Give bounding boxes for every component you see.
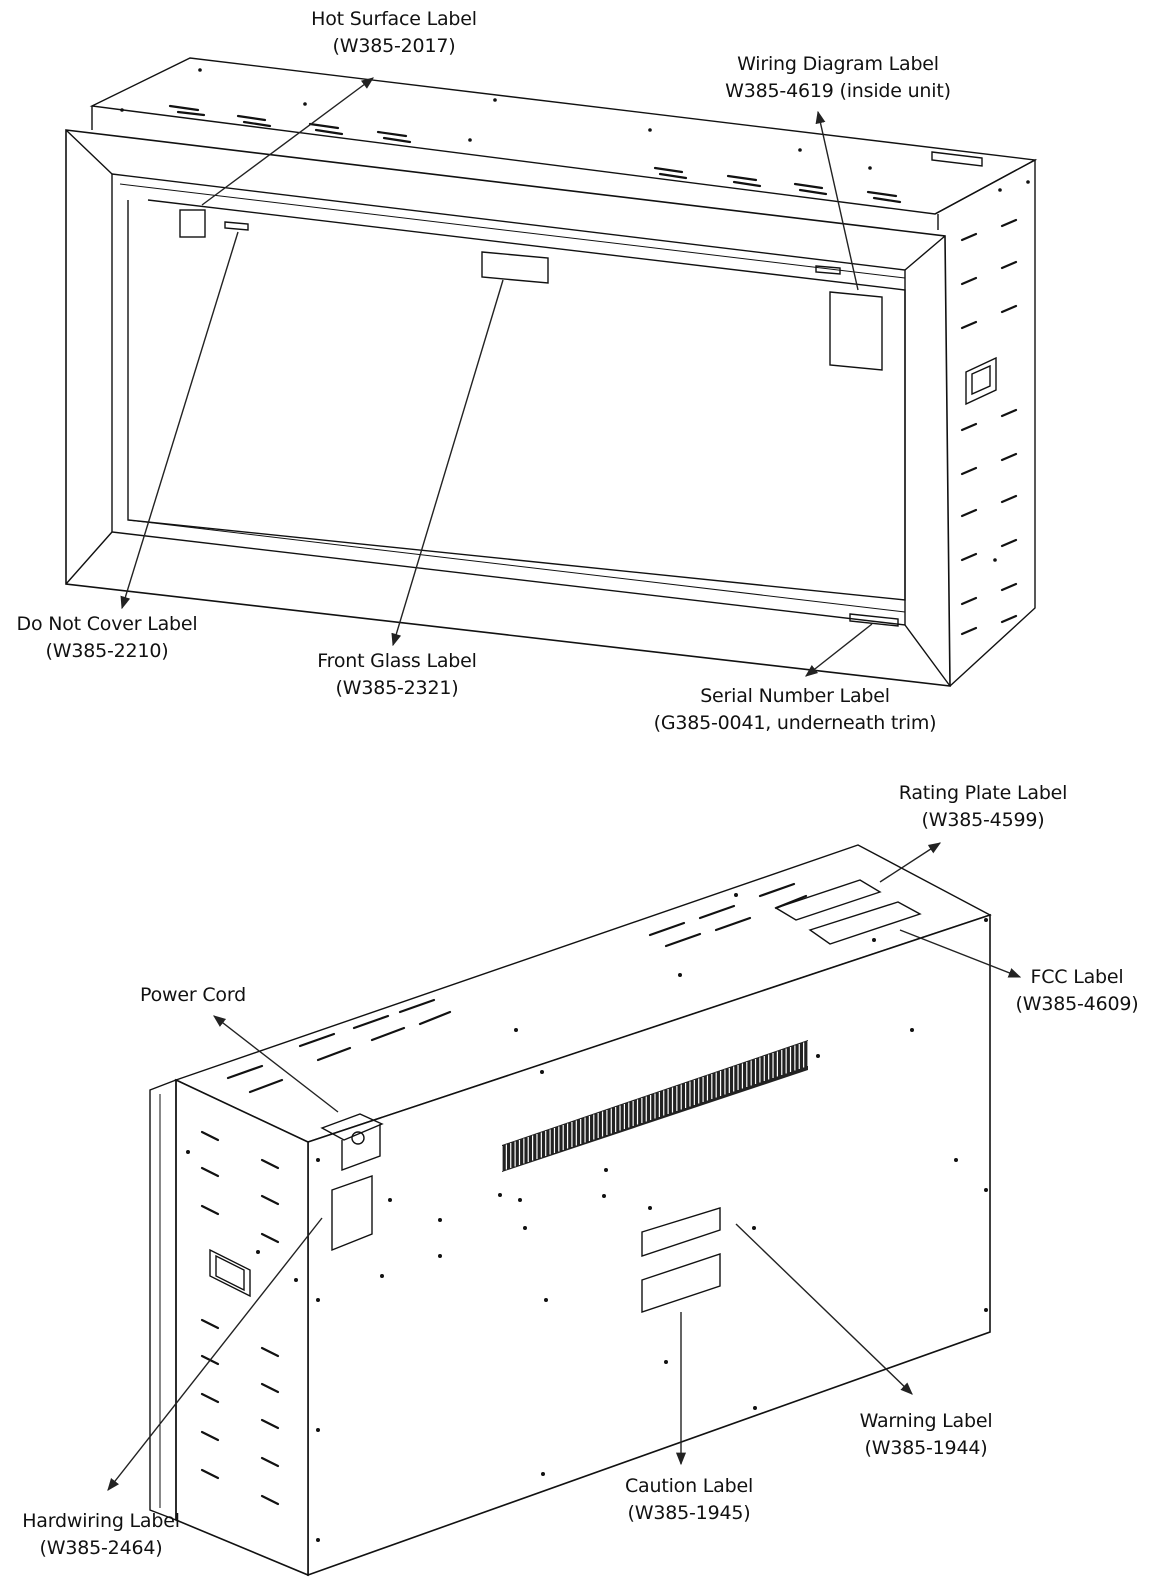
label-power-cord-name: Power Cord [140, 984, 246, 1006]
label-warning: Warning Label (W385-1944) [860, 1408, 993, 1462]
arrow-do-not-cover [120, 231, 239, 610]
arrow-power-cord [213, 1015, 339, 1113]
label-caution: Caution Label (W385-1945) [625, 1473, 753, 1527]
label-rating-plate-code: (W385-4599) [921, 809, 1045, 831]
vent-grille [501, 1040, 809, 1172]
label-rating-plate: Rating Plate Label (W385-4599) [899, 780, 1068, 834]
label-wiring-diagram-name: Wiring Diagram Label [737, 53, 939, 75]
arrow-serial-number [805, 623, 873, 677]
label-serial-number-code: (G385-0041, underneath trim) [653, 712, 937, 734]
label-hot-surface-name: Hot Surface Label [311, 8, 477, 30]
label-do-not-cover: Do Not Cover Label (W385-2210) [17, 611, 198, 665]
label-warning-name: Warning Label [859, 1410, 993, 1432]
arrow-fcc [899, 929, 1022, 978]
label-warning-code: (W385-1944) [864, 1437, 988, 1459]
label-front-glass: Front Glass Label (W385-2321) [317, 648, 477, 702]
label-fcc: FCC Label (W385-4609) [1016, 964, 1139, 1018]
label-serial-number: Serial Number Label (G385-0041, undernea… [654, 683, 937, 737]
arrow-front-glass [391, 279, 504, 647]
label-do-not-cover-code: (W385-2210) [45, 640, 169, 662]
arrow-rating-plate [879, 842, 942, 883]
label-wiring-diagram: Wiring Diagram Label W385-4619 (inside u… [725, 51, 951, 105]
label-fcc-code: (W385-4609) [1015, 993, 1139, 1015]
label-wiring-diagram-code: W385-4619 (inside unit) [725, 80, 951, 102]
label-caution-name: Caution Label [624, 1475, 754, 1497]
leader-arrows [107, 77, 1022, 1491]
label-front-glass-code: (W385-2321) [335, 677, 459, 699]
label-rating-plate-name: Rating Plate Label [898, 782, 1068, 804]
label-do-not-cover-name: Do Not Cover Label [16, 613, 198, 635]
label-caution-code: (W385-1945) [627, 1502, 751, 1524]
label-power-cord: Power Cord [140, 982, 246, 1009]
label-hardwiring-code: (W385-2464) [39, 1537, 163, 1559]
arrow-wiring-diagram [815, 110, 859, 291]
label-hot-surface-code: (W385-2017) [332, 35, 456, 57]
front-view-unit [65, 57, 1038, 687]
label-serial-number-name: Serial Number Label [700, 685, 890, 707]
label-hardwiring-name: Hardwiring Label [22, 1510, 180, 1532]
arrow-hardwiring [107, 1217, 323, 1491]
back-view-unit [149, 844, 992, 1577]
label-hardwiring: Hardwiring Label (W385-2464) [22, 1508, 180, 1562]
arrow-warning [735, 1223, 913, 1395]
label-fcc-name: FCC Label [1030, 966, 1124, 988]
label-hot-surface: Hot Surface Label (W385-2017) [311, 6, 477, 60]
arrow-hot-surface [201, 77, 375, 206]
label-front-glass-name: Front Glass Label [317, 650, 477, 672]
